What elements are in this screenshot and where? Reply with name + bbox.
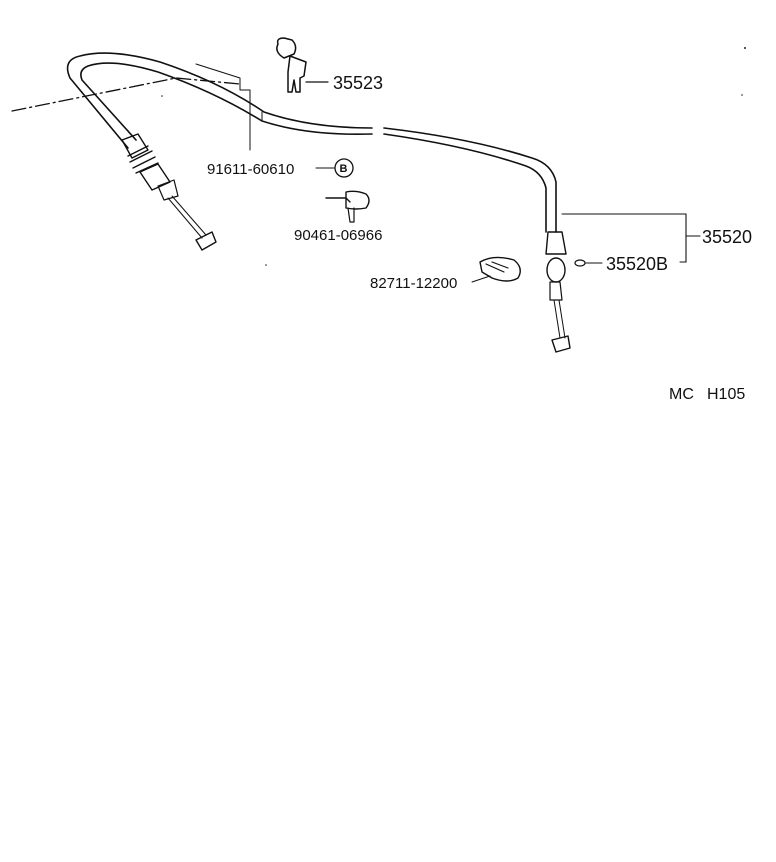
diagram-code-prefix: MC [669, 386, 694, 403]
cable-right-end [545, 231, 571, 353]
part-label-35520B: 35520B [606, 254, 668, 274]
specks [161, 47, 746, 266]
part-label-35523: 35523 [333, 73, 383, 93]
part-label-35520: 35520 [702, 227, 752, 247]
part-label-91611-60610: 91611-60610 [207, 161, 294, 178]
diagram-code-number: H105 [707, 386, 745, 403]
part-label-82711-12200: 82711-12200 [370, 275, 457, 292]
cable-right-section [383, 127, 557, 233]
bracket-part [276, 37, 329, 93]
assembly-leaders [561, 213, 701, 267]
cable-left-end [121, 133, 217, 251]
leader-91611 [195, 63, 251, 151]
clamp-band-part [471, 256, 521, 283]
cable-left-section [66, 52, 373, 149]
ref-circle-b [334, 158, 354, 178]
ref-letter-b: B [340, 163, 348, 175]
reference-line [11, 77, 241, 112]
part-label-90461-06966: 90461-06966 [294, 227, 382, 244]
clip-part [325, 190, 370, 223]
